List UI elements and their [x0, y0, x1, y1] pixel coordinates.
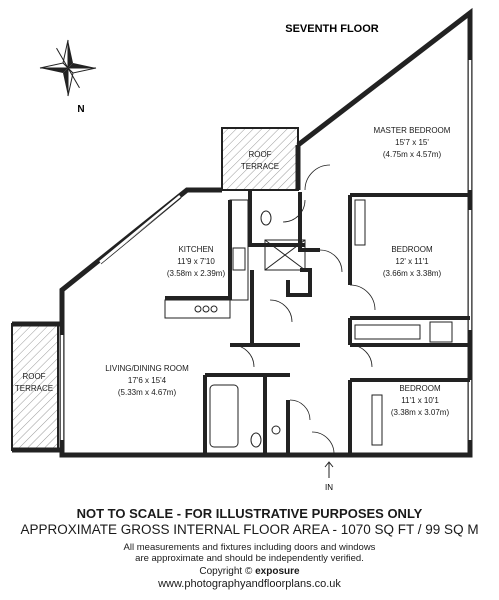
- compass-icon: [39, 39, 97, 97]
- kitchen-metric: (3.58m x 2.39m): [167, 269, 226, 278]
- roof-terrace-left: [11, 323, 59, 451]
- kitchen-units: [164, 199, 249, 319]
- bedroom-2-imperial: 12' x 11'1: [395, 257, 429, 266]
- note-line-1: All measurements and fixtures including …: [123, 542, 376, 553]
- compass-north-label: N: [77, 104, 84, 115]
- roof-terrace-top-line1: ROOF: [248, 150, 271, 159]
- copyright-prefix: Copyright ©: [199, 566, 253, 577]
- brand-logo: exposure: [255, 566, 300, 577]
- master-bedroom-name: MASTER BEDROOM: [374, 126, 451, 135]
- floor-area: APPROXIMATE GROSS INTERNAL FLOOR AREA - …: [20, 522, 479, 537]
- living-dining-imperial: 17'6 x 15'4: [128, 376, 167, 385]
- bedroom-3-metric: (3.38m x 3.07m): [391, 408, 450, 417]
- wardrobes: [354, 199, 453, 446]
- windows: [60, 60, 472, 440]
- roof-terrace-top: [221, 127, 299, 191]
- entrance-label: IN: [325, 483, 333, 492]
- website-link[interactable]: www.photographyandfloorplans.co.uk: [158, 578, 341, 590]
- master-bedroom-metric: (4.75m x 4.57m): [383, 150, 442, 159]
- bedroom-2-name: BEDROOM: [391, 245, 433, 254]
- living-dining-metric: (5.33m x 4.67m): [118, 388, 177, 397]
- roof-terrace-left-line2: TERRACE: [15, 384, 53, 393]
- door-swings: [231, 164, 376, 456]
- entrance-arrow-icon: [324, 461, 334, 478]
- copyright: Copyright © exposure: [0, 566, 499, 577]
- kitchen-imperial: 11'9 x 7'10: [177, 257, 215, 266]
- disclaimer: NOT TO SCALE - FOR ILLUSTRATIVE PURPOSES…: [76, 506, 423, 521]
- living-dining-name: LIVING/DINING ROOM: [105, 364, 189, 373]
- bathroom-fixtures: [209, 210, 306, 448]
- master-bedroom-imperial: 15'7 x 15': [395, 138, 429, 147]
- note-line-2: are approximate and should be independen…: [135, 553, 364, 564]
- floor-title: SEVENTH FLOOR: [285, 23, 379, 35]
- roof-terrace-top-line2: TERRACE: [241, 162, 279, 171]
- floor-plan: SEVENTH FLOOR N: [11, 7, 473, 492]
- roof-terrace-left-line1: ROOF: [22, 372, 45, 381]
- kitchen-name: KITCHEN: [178, 245, 213, 254]
- bedroom-2-metric: (3.66m x 3.38m): [383, 269, 442, 278]
- bedroom-3-name: BEDROOM: [399, 384, 441, 393]
- outer-walls: [12, 7, 473, 458]
- bedroom-3-imperial: 11'1 x 10'1: [401, 396, 439, 405]
